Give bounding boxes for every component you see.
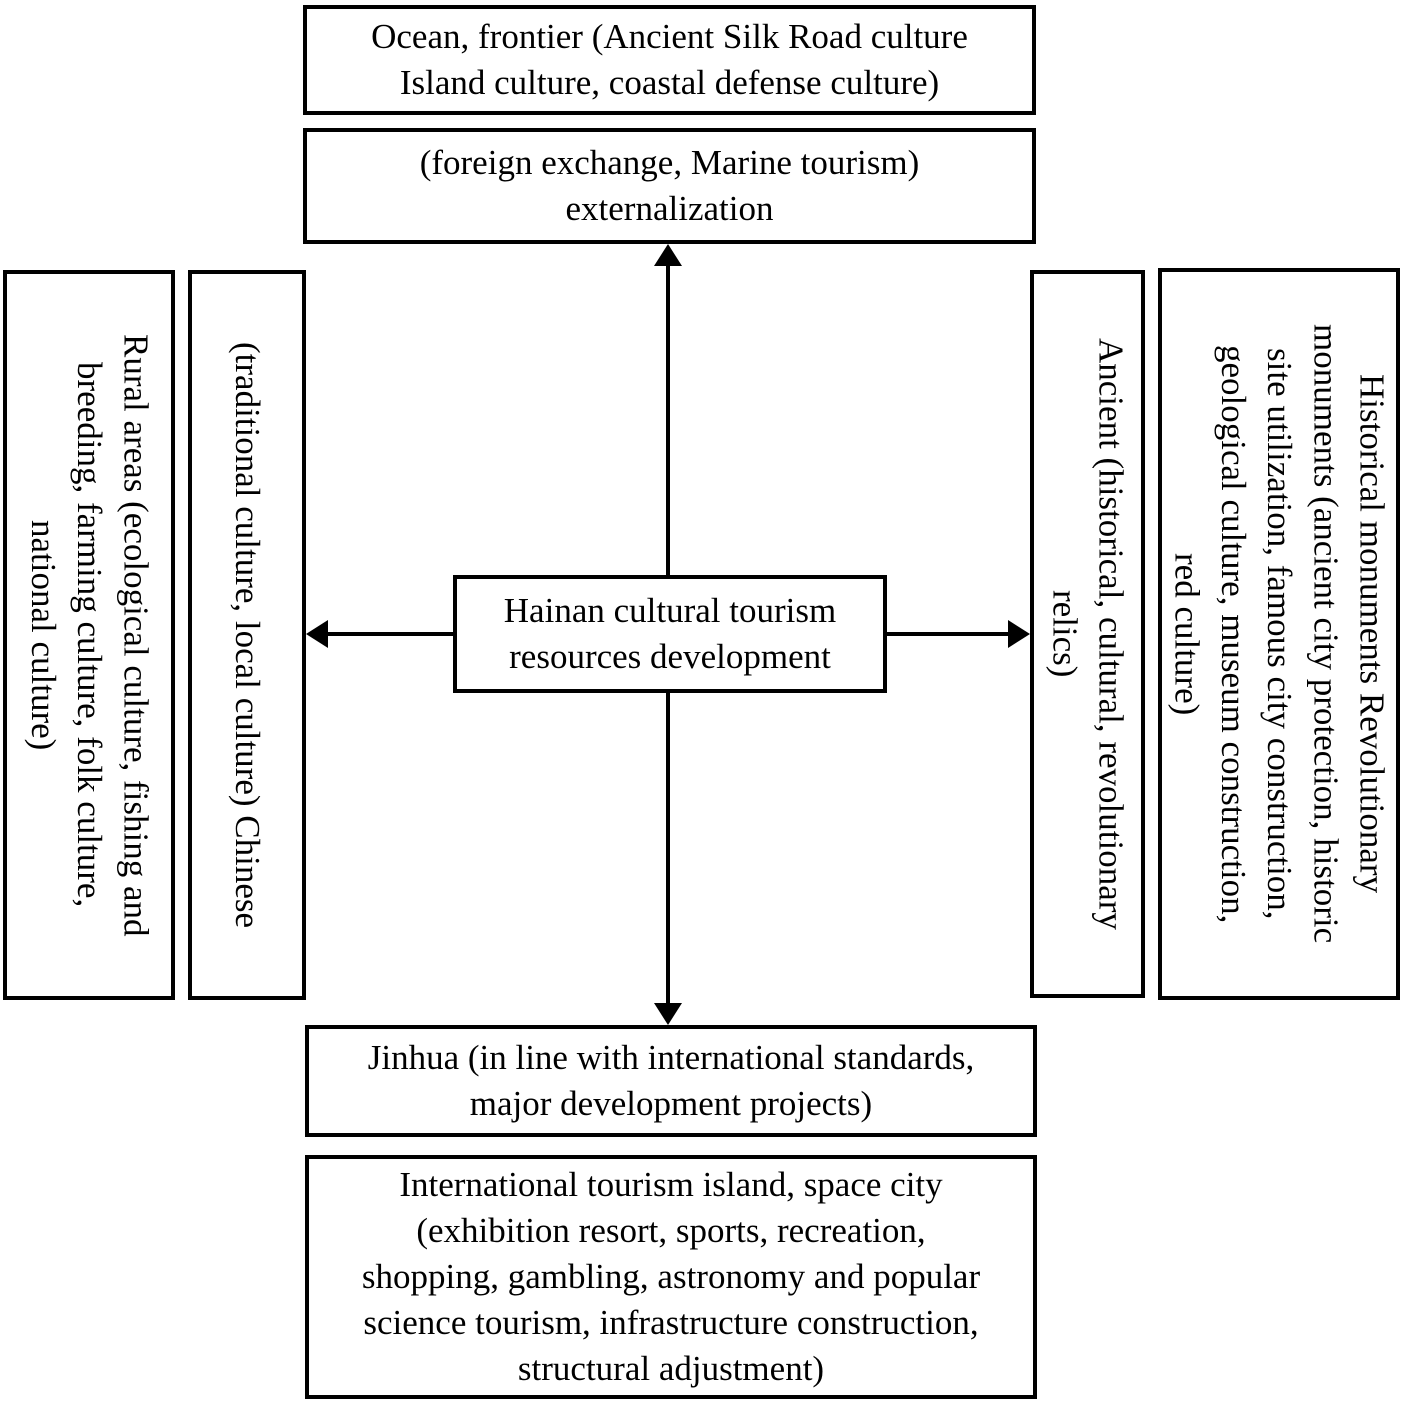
right-outer-box: Historical monuments Revolutionary monum… (1158, 268, 1400, 1000)
center-box: Hainan cultural tourism resources develo… (453, 575, 887, 693)
top-outer-box: Ocean, frontier (Ancient Silk Road cultu… (303, 5, 1036, 115)
center-box-label: Hainan cultural tourism resources develo… (503, 590, 837, 676)
right-inner-box-label: Ancient (historical, cultural, revolutio… (1045, 338, 1131, 930)
left-outer-box: Rural areas (ecological culture, fishing… (3, 270, 175, 1000)
top-inner-box: (foreign exchange, Marine tourism) exter… (303, 128, 1036, 244)
arrow-right-line (887, 632, 1010, 636)
right-inner-box: Ancient (historical, cultural, revolutio… (1030, 270, 1145, 998)
bottom-outer-box-label: International tourism island, space city… (361, 1164, 981, 1389)
top-inner-box-label: (foreign exchange, Marine tourism) exter… (419, 142, 920, 228)
arrow-right-head-icon (1008, 620, 1030, 648)
arrow-left-line (326, 632, 453, 636)
left-inner-box: (traditional culture, local culture) Chi… (188, 270, 306, 1000)
arrow-down-line (666, 693, 670, 1005)
left-inner-box-label: (traditional culture, local culture) Chi… (228, 341, 268, 929)
bottom-outer-box: International tourism island, space city… (305, 1155, 1037, 1399)
right-outer-box-label: Historical monuments Revolutionary monum… (1167, 324, 1392, 944)
top-outer-box-label: Ocean, frontier (Ancient Silk Road cultu… (371, 16, 968, 102)
left-outer-box-label: Rural areas (ecological culture, fishing… (23, 333, 156, 937)
bottom-inner-box: Jinhua (in line with international stand… (305, 1025, 1037, 1137)
arrow-up-head-icon (654, 244, 682, 266)
arrow-down-head-icon (654, 1003, 682, 1025)
arrow-left-head-icon (306, 620, 328, 648)
bottom-inner-box-label: Jinhua (in line with international stand… (367, 1037, 975, 1123)
arrow-up-line (666, 262, 670, 575)
